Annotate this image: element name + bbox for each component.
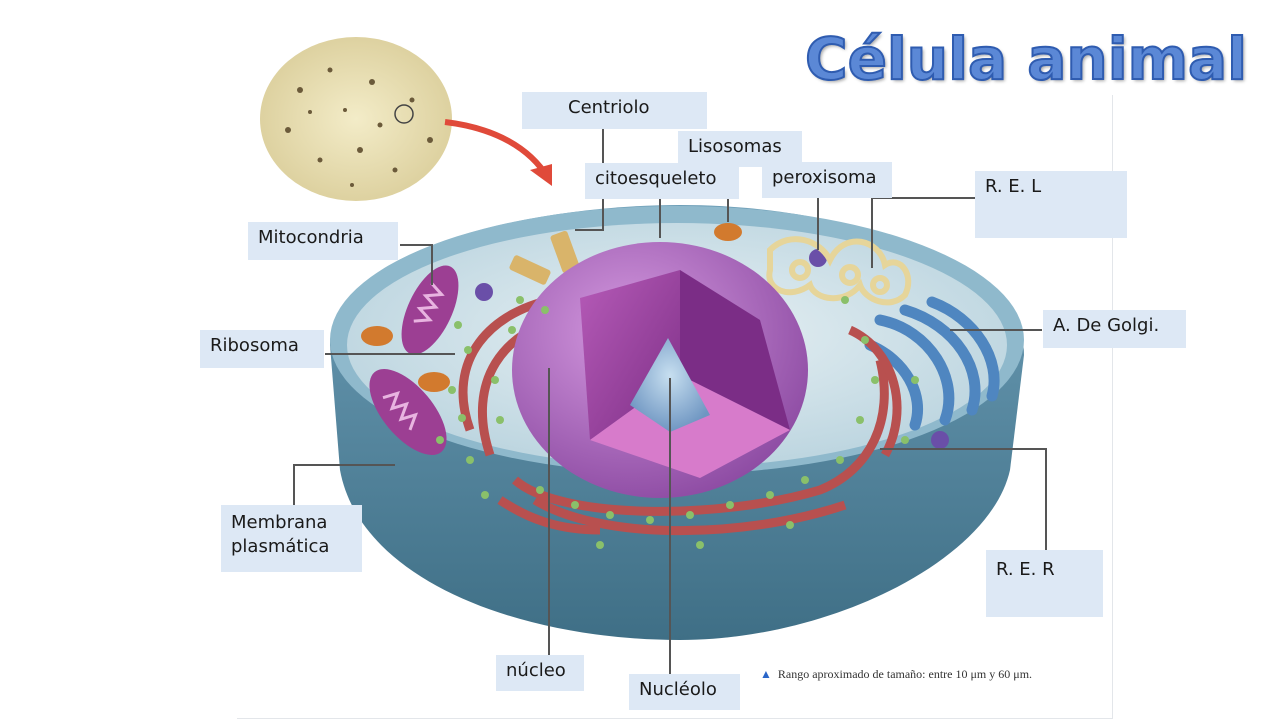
lysosome-shape — [714, 223, 742, 241]
ribosome-dots — [436, 296, 919, 549]
label-peroxisoma: peroxisoma — [762, 162, 892, 198]
label-membrana-line2: plasmática — [231, 536, 330, 557]
vesicle-shape — [931, 431, 949, 449]
size-caption: ▲ Rango aproximado de tamaño: entre 10 μm… — [760, 667, 1032, 682]
label-rel: R. E. L — [975, 171, 1127, 238]
caption-triangle-icon: ▲ — [760, 667, 772, 681]
zoom-arrow-head — [530, 164, 552, 186]
nucleus-cut-left — [580, 270, 680, 440]
vesicle-shape — [475, 283, 493, 301]
label-nucleolo: Nucléolo — [629, 674, 740, 710]
centriole-shapes — [509, 230, 580, 285]
label-mitocondria: Mitocondria — [248, 222, 398, 260]
page-title: Célula animal — [804, 24, 1248, 94]
label-membrana-plasmatica: Membrana plasmática — [221, 505, 362, 572]
lysosome-shape — [361, 326, 393, 346]
nucleus-cut-floor — [590, 375, 790, 478]
label-membrana-line1: Membrana — [231, 512, 328, 533]
mitochondria-shapes — [369, 265, 459, 455]
size-caption-text: Rango aproximado de tamaño: entre 10 μm … — [777, 667, 1033, 681]
label-citoesqueleto: citoesqueleto — [585, 163, 739, 199]
label-golgi: A. De Golgi. — [1043, 310, 1186, 348]
tissue-micrograph — [260, 37, 452, 201]
label-rer: R. E. R — [986, 550, 1103, 617]
smooth-er-shape — [766, 236, 912, 306]
nucleus-cut-right — [680, 270, 790, 430]
image-frame — [237, 95, 1113, 719]
label-nucleo: núcleo — [496, 655, 584, 691]
leader-lines — [293, 128, 1047, 676]
label-centriolo: Centriolo — [522, 92, 707, 129]
lysosome-shape — [418, 372, 450, 392]
label-ribosoma: Ribosoma — [200, 330, 324, 368]
label-lisosomas: Lisosomas — [678, 131, 802, 167]
